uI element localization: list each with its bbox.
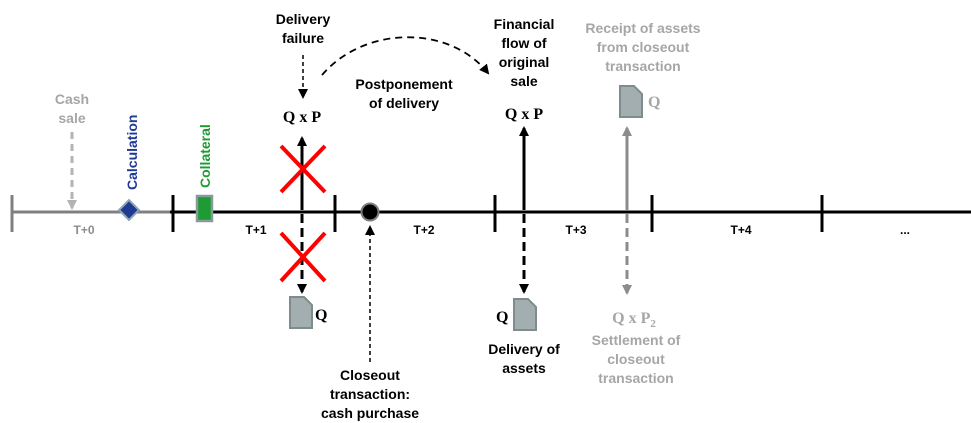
calculation-diamond-marker <box>117 198 141 222</box>
settlement-amount-label: Q x P2 <box>612 310 656 330</box>
receipt-label-line1: Receipt of assets <box>585 20 700 36</box>
collateral-label: Collateral <box>197 124 213 188</box>
period-label-t3: T+3 <box>565 223 586 237</box>
collateral-marker <box>195 194 214 223</box>
closeout-marker-circle <box>360 202 380 222</box>
document-icon-closeout-receipt <box>619 85 643 118</box>
original-payment-amount-label: Q x P <box>505 106 543 123</box>
document-icon-failed-delivery <box>289 296 313 329</box>
postponement-label-line2: of delivery <box>369 95 439 111</box>
period-label-t1: T+1 <box>245 223 266 237</box>
receipt-quantity-label: Q <box>648 94 660 111</box>
red-cross-lower <box>279 231 327 283</box>
settlement-amount-base: Q x P <box>612 310 650 327</box>
closeout-label-line3: cash purchase <box>321 405 419 421</box>
financial-flow-label-line1: Financial <box>494 16 555 32</box>
settlement-label-line2: closeout <box>607 351 665 367</box>
failed-delivery-quantity-label: Q <box>315 307 327 324</box>
financial-flow-label-line4: sale <box>510 73 537 89</box>
settlement-label-line1: Settlement of <box>592 332 681 348</box>
calculation-label: Calculation <box>124 115 140 190</box>
red-cross-upper <box>279 144 327 194</box>
delivery-failure-label-line2: failure <box>282 30 324 46</box>
delivery-failure-label-line1: Delivery <box>276 11 331 27</box>
period-label-t4: T+4 <box>730 223 751 237</box>
document-icon-delivered-assets <box>513 298 537 331</box>
financial-flow-label-line3: original <box>499 54 550 70</box>
delivered-quantity-label: Q <box>496 309 508 326</box>
period-label-t0: T+0 <box>73 223 94 237</box>
receipt-label-line2: from closeout <box>597 39 690 55</box>
closeout-label-line1: Closeout <box>340 367 400 383</box>
failed-payment-amount-label: Q x P <box>283 109 321 126</box>
cash-sale-label-line1: Cash <box>55 91 89 107</box>
period-label-t2: T+2 <box>413 223 434 237</box>
delivery-of-assets-label-line2: assets <box>502 360 546 376</box>
postponement-label-line1: Postponement <box>355 76 453 92</box>
settlement-label-line3: transaction <box>598 370 673 386</box>
cash-sale-label-line2: sale <box>58 110 85 126</box>
receipt-label-line3: transaction <box>605 58 680 74</box>
closeout-label-line2: transaction: <box>330 386 410 402</box>
delivery-of-assets-label-line1: Delivery of <box>488 341 560 357</box>
period-label-ellipsis: ... <box>900 223 910 237</box>
financial-flow-label-line2: flow of <box>501 35 546 51</box>
settlement-amount-subscript: 2 <box>650 318 656 330</box>
postponement-curved-arrow <box>321 36 490 76</box>
